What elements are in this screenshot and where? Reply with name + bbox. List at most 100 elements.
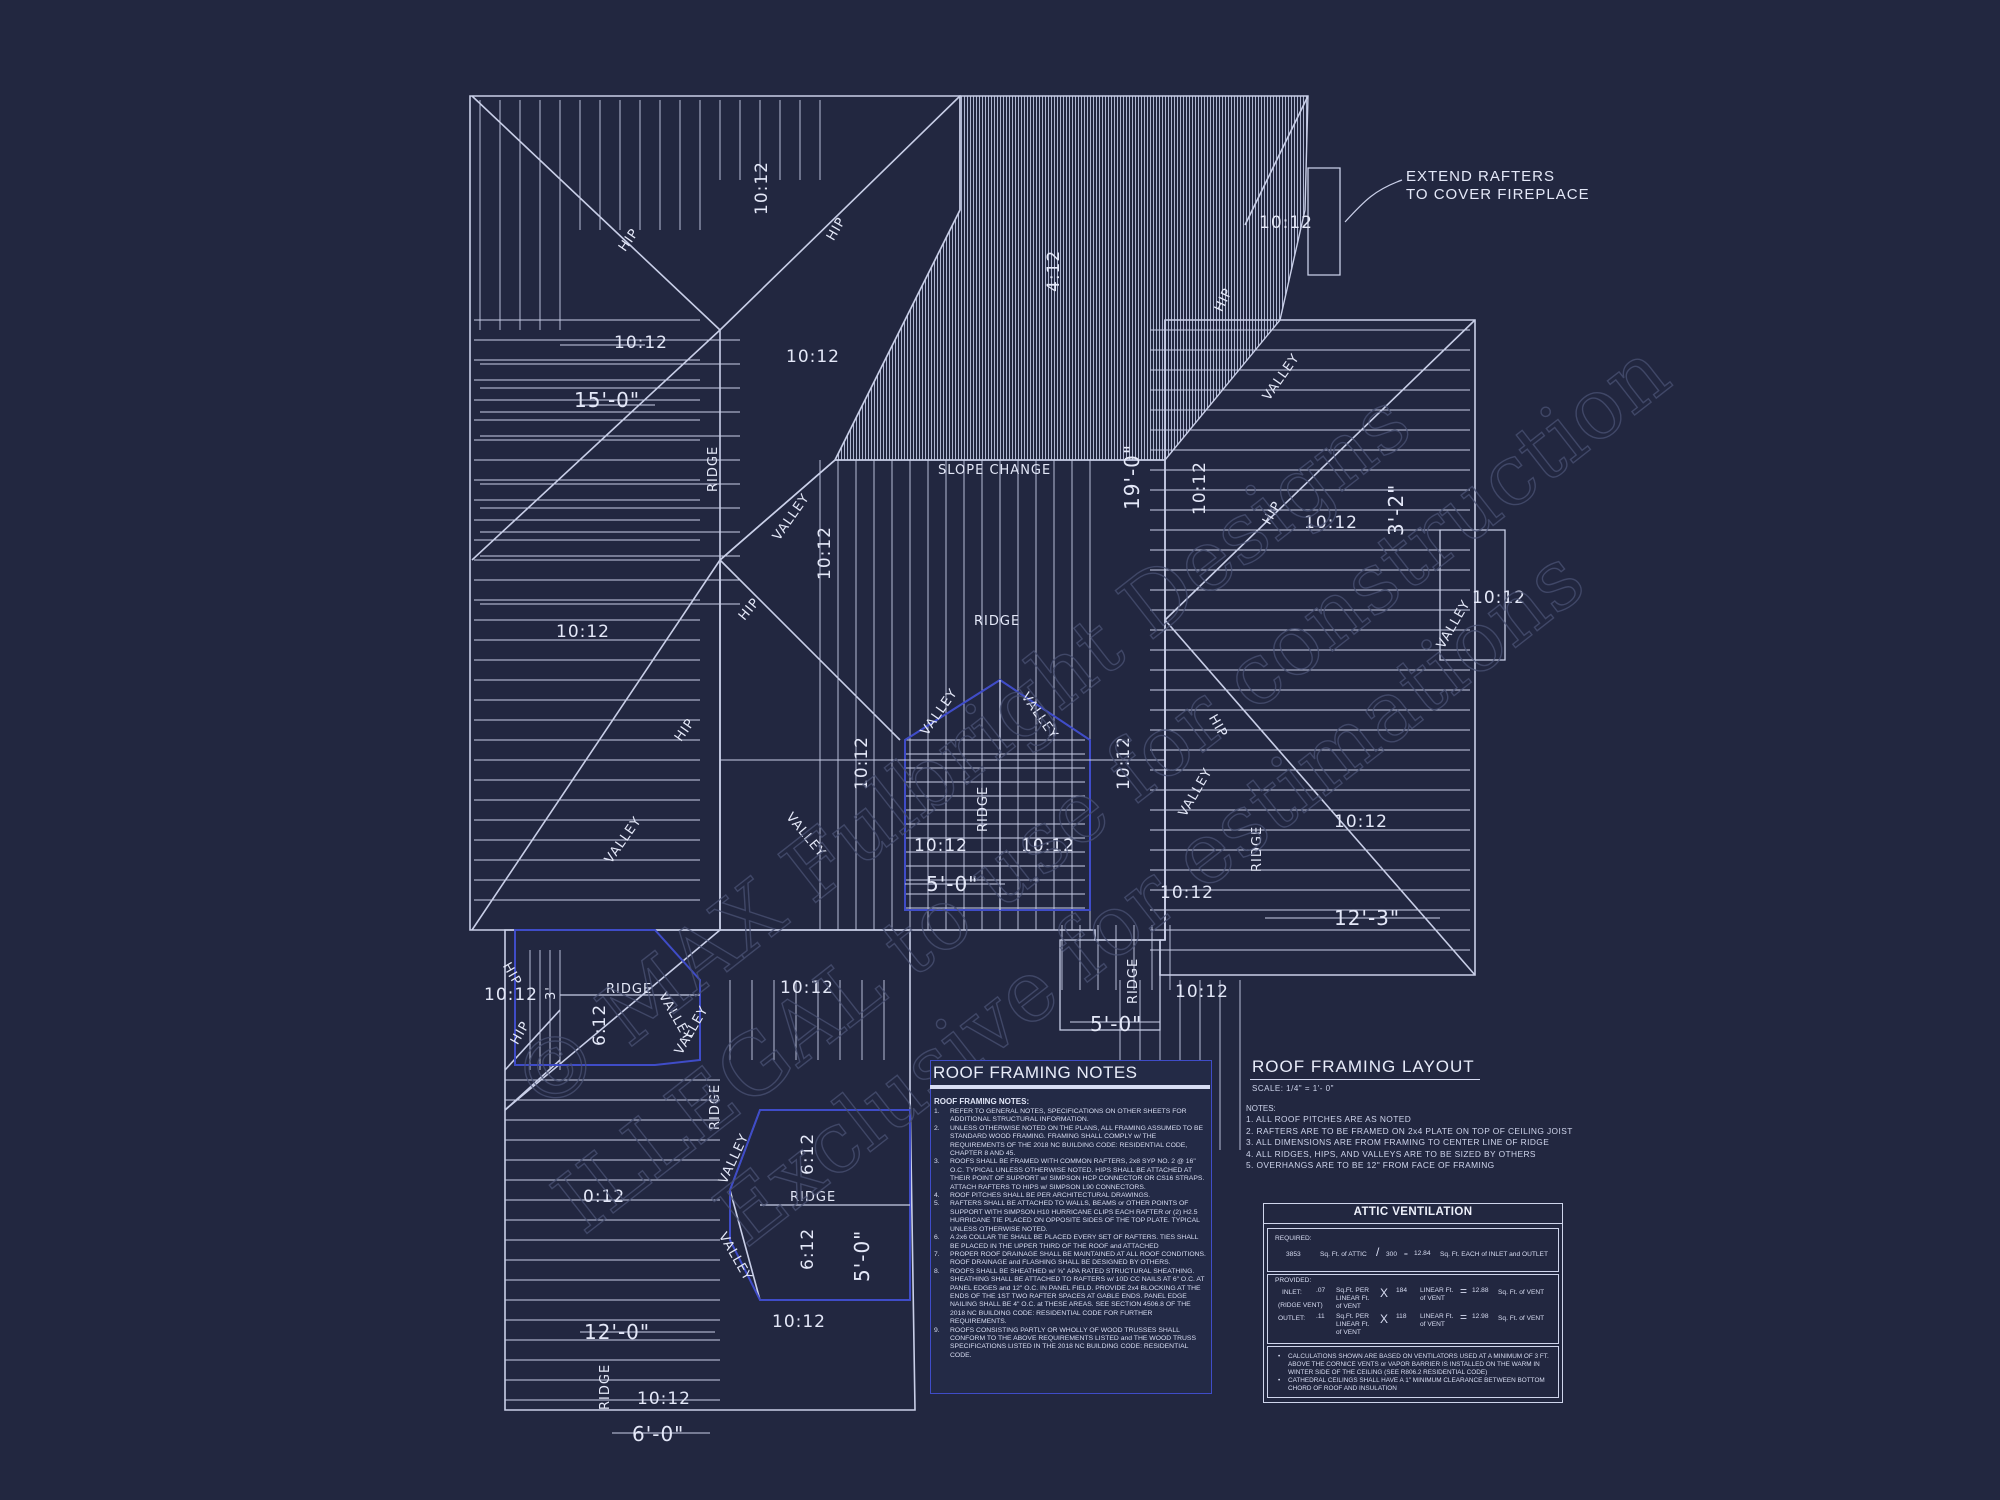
inlet-equals: = — [1460, 1284, 1468, 1298]
required-section: REQUIRED: 3853 Sq. Ft. of ATTIC / 300 = … — [1267, 1228, 1559, 1272]
required-result: 12.84 — [1414, 1250, 1431, 1257]
pitch-label: 10:12 — [637, 1389, 691, 1409]
notes-title-bar — [930, 1085, 1210, 1089]
inlet-linear: 184 — [1396, 1287, 1408, 1294]
outlet-linear: 118 — [1396, 1313, 1407, 1320]
note-item: 4.ROOF PITCHES SHALL BE PER ARCHITECTURA… — [934, 1192, 1151, 1200]
provided-section: PROVIDED: INLET: (RIDGE VENT) .07 Sq.Ft.… — [1267, 1274, 1559, 1344]
pitch-label-vertical: 4:12 — [1044, 249, 1064, 292]
dimension-label: 3' — [544, 986, 559, 1000]
ridge-label: RIDGE — [598, 1363, 613, 1410]
inlet-label: INLET: — [1282, 1289, 1302, 1296]
pitch-label-vertical: 10:12 — [752, 161, 772, 215]
pitch-label-vertical: 10:12 — [815, 526, 835, 580]
dimension-label: 12'-3" — [1334, 906, 1401, 930]
roof-framing-notes-title: ROOF FRAMING NOTES — [933, 1063, 1138, 1082]
pitch-label: 10:12 — [786, 347, 840, 367]
hip-valley-line — [719, 559, 901, 741]
layout-note: 5. OVERHANGS ARE TO BE 12" FROM FACE OF … — [1246, 1160, 1495, 1171]
dimension-label: 19'-0" — [1120, 443, 1144, 510]
required-label: REQUIRED: — [1275, 1235, 1312, 1242]
pitch-label-vertical: 10:12 — [1190, 461, 1210, 515]
ventilation-note: CATHEDRAL CEILINGS SHALL HAVE A 1" MINIM… — [1278, 1377, 1556, 1393]
inlet-times: X — [1380, 1286, 1389, 1300]
hip-valley-line — [471, 559, 721, 931]
fireplace-callout: EXTEND RAFTERS TO COVER FIREPLACE — [1406, 168, 1590, 204]
roof-framing-notes-list: 1.REFER TO GENERAL NOTES, SPECIFICATIONS… — [934, 1108, 1206, 1360]
roof-framing-notes-panel — [930, 1060, 1212, 1394]
note-item: 6.A 2x6 COLLAR TIE SHALL BE PLACED EVERY… — [934, 1234, 1199, 1250]
dimension-label: 5'-0" — [926, 872, 979, 896]
pitch-label-vertical: 6:12 — [798, 1227, 818, 1270]
ridge-label: RIDGE — [706, 445, 721, 492]
inlet-result: 12.88 — [1472, 1287, 1489, 1294]
outlet-result: 12.98 — [1472, 1313, 1489, 1320]
pitch-label: 10:12 — [1259, 213, 1313, 233]
slope-change-label: SLOPE CHANGE — [938, 463, 1052, 478]
ventilation-notes-section: CALCULATIONS SHOWN ARE BASED ON VENTILAT… — [1267, 1346, 1559, 1398]
callout-leader — [1344, 179, 1403, 223]
inlet-value: .07 — [1316, 1287, 1326, 1294]
pitch-label: 10:12 — [614, 333, 668, 353]
outlet-equals: = — [1460, 1310, 1468, 1324]
inlet-per-linear: Sq.Ft. PER LINEAR Ft. of VENT — [1336, 1287, 1370, 1310]
pitch-label: 10:12 — [1472, 588, 1526, 608]
dimension-label: 12'-0" — [584, 1320, 651, 1344]
front-bay-highlight — [904, 678, 1091, 911]
bath-bay-highlight — [514, 929, 701, 1066]
pitch-label-vertical: 6:12 — [590, 1003, 610, 1046]
provided-label: PROVIDED: — [1275, 1277, 1312, 1284]
ridge-label: RIDGE — [1126, 957, 1141, 1004]
dimension-label: 15'-0" — [574, 388, 641, 412]
dimension-label: 3'-2" — [1384, 483, 1408, 536]
hip-valley-line — [1164, 319, 1476, 621]
hip-valley-line — [471, 95, 721, 331]
pitch-label-vertical: 6:12 — [798, 1132, 818, 1175]
attic-ventilation-title: ATTIC VENTILATION — [1264, 1206, 1562, 1224]
layout-notes-list: 1. ALL ROOF PITCHES ARE AS NOTED 2. RAFT… — [1246, 1114, 1573, 1172]
ridge-label: RIDGE — [606, 982, 653, 997]
note-item: 2.UNLESS OTHERWISE NOTED ON THE PLANS, A… — [934, 1124, 1204, 1158]
pitch-label: 10:12 — [1304, 513, 1358, 533]
lower-wing-outline — [504, 929, 916, 1411]
layout-note: 2. RAFTERS ARE TO BE FRAMED ON 2x4 PLATE… — [1246, 1125, 1573, 1136]
pitch-label: 10:12 — [1160, 883, 1214, 903]
divide-symbol: / — [1376, 1245, 1380, 1259]
pitch-label-vertical: 10:12 — [852, 736, 872, 790]
ridge-label: RIDGE — [976, 785, 991, 832]
dimension-label: 6'-0" — [632, 1422, 685, 1446]
note-item: 3.ROOFS SHALL BE FRAMED WITH COMMON RAFT… — [934, 1158, 1205, 1191]
rear-bay-highlight — [729, 1109, 911, 1301]
ventilation-note: CALCULATIONS SHOWN ARE BASED ON VENTILAT… — [1278, 1353, 1556, 1377]
callout-line-1: EXTEND RAFTERS — [1406, 168, 1556, 185]
outlet-sqft-label: Sq. Ft. of VENT — [1498, 1315, 1545, 1322]
sqft-attic-label: Sq. Ft. of ATTIC — [1320, 1251, 1367, 1258]
outlet-label: OUTLET: — [1278, 1315, 1306, 1322]
pitch-label: 10:12 — [1021, 836, 1075, 856]
note-item: 8.ROOFS SHALL BE SHEATHED w/ ⅝" APA RATE… — [934, 1267, 1205, 1326]
dimension-label: 5'-0" — [1090, 1012, 1143, 1036]
roof-outline — [469, 95, 1506, 1434]
divisor: 300 — [1386, 1251, 1398, 1258]
chimney-outline — [1307, 167, 1341, 276]
hip-valley-line — [719, 95, 961, 331]
right-wing-outline — [1159, 319, 1476, 976]
required-sqft: 3853 — [1286, 1251, 1301, 1258]
hip-valley-line — [1164, 619, 1476, 976]
pitch-label: 0:12 — [583, 1187, 626, 1207]
pitch-label-vertical: 10:12 — [1114, 736, 1134, 790]
pitch-label: 10:12 — [1334, 812, 1388, 832]
ridge-label: RIDGE — [974, 614, 1021, 629]
pitch-label: 10:12 — [914, 836, 968, 856]
outlet-linear-label: LINEAR Ft. of VENT — [1420, 1313, 1454, 1328]
left-wing-outline — [469, 95, 961, 931]
note-item: 1.REFER TO GENERAL NOTES, SPECIFICATIONS… — [934, 1108, 1187, 1124]
note-item: 9.ROOFS CONSISTING PARTLY OR WHOLLY OF W… — [934, 1326, 1196, 1359]
required-each-label: Sq. Ft. EACH of INLET and OUTLET — [1440, 1251, 1548, 1258]
hip-valley-line — [729, 1189, 761, 1301]
bay-outline — [1439, 529, 1506, 661]
outlet-times: X — [1380, 1312, 1389, 1326]
pitch-label: 10:12 — [556, 622, 610, 642]
